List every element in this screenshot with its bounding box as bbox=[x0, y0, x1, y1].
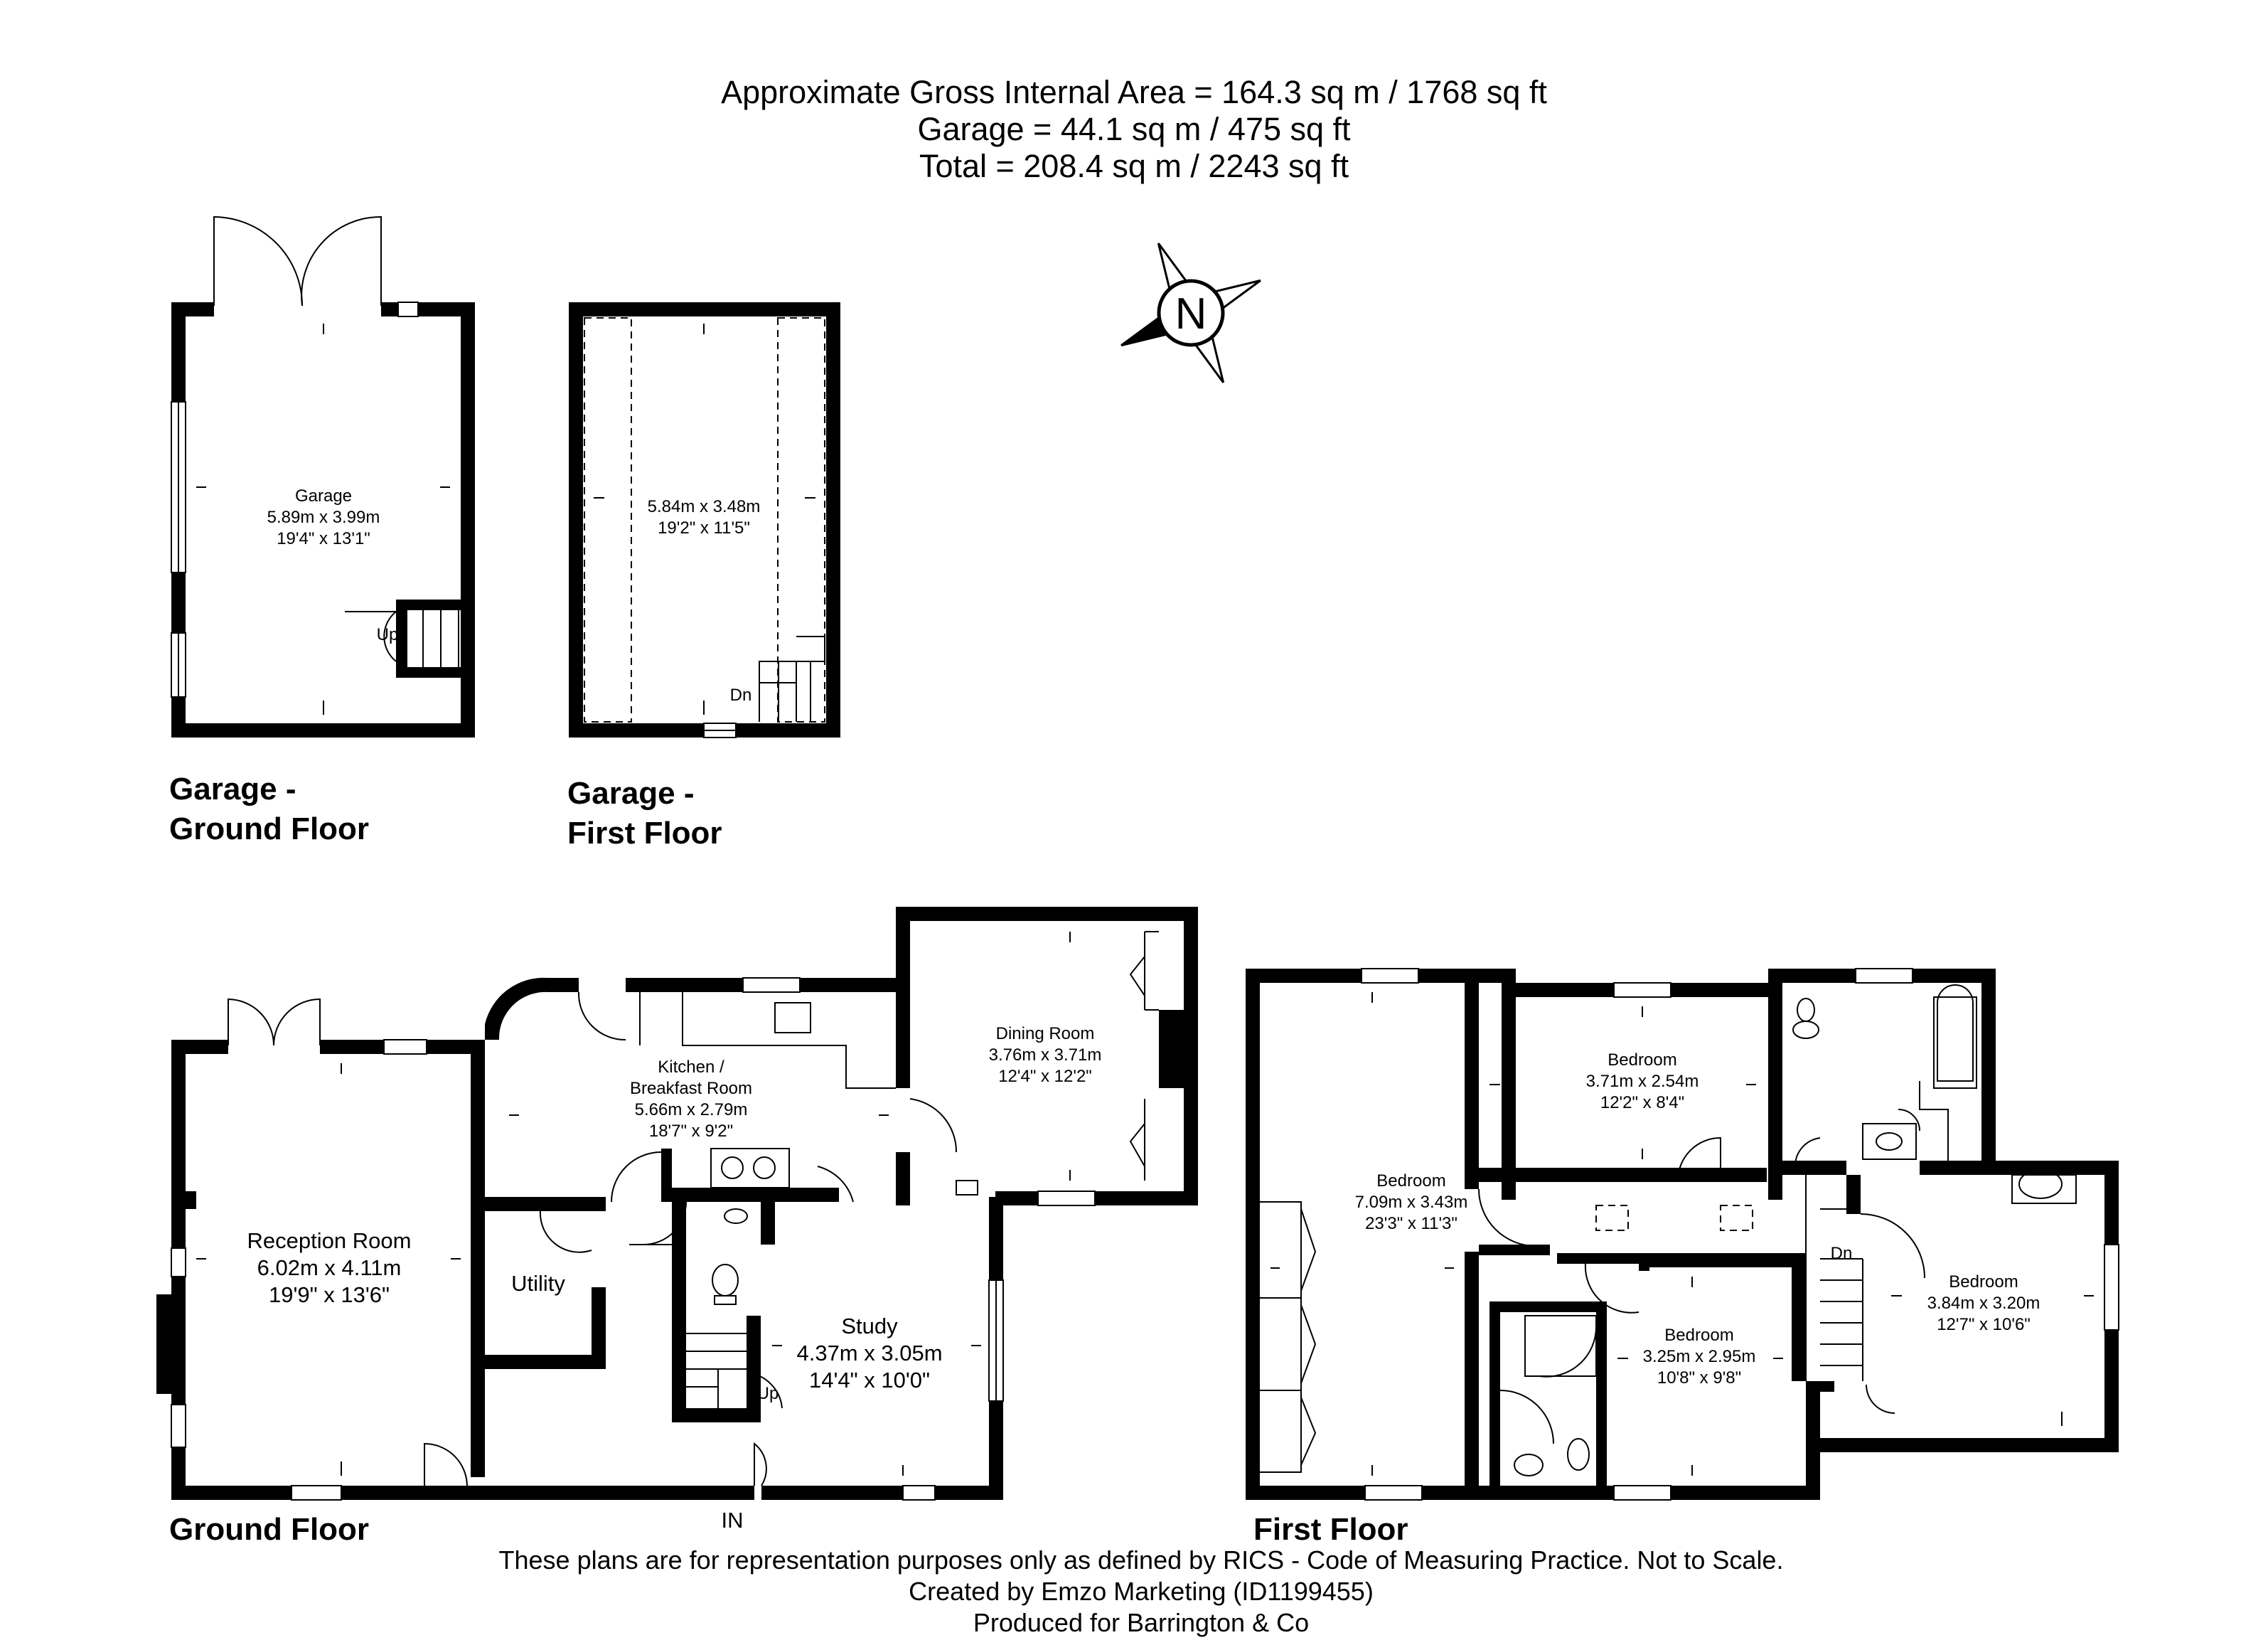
reception-room-name: Reception Room bbox=[247, 1228, 412, 1253]
garage-room-imperial: 19'4" x 13'1" bbox=[277, 529, 370, 548]
kitchen-room-metric: 5.66m x 2.79m bbox=[635, 1100, 748, 1119]
ground-stairs-up-label: Up bbox=[757, 1384, 779, 1403]
garage-room-name: Garage bbox=[295, 486, 352, 506]
total-area-text: Total = 208.4 sq m / 2243 sq ft bbox=[919, 148, 1349, 184]
area-summary: Approximate Gross Internal Area = 164.3 … bbox=[721, 74, 1547, 184]
right-bedroom-name: Bedroom bbox=[1949, 1272, 2018, 1292]
garage-area-text: Garage = 44.1 sq m / 475 sq ft bbox=[917, 111, 1351, 147]
main-bedroom-name: Bedroom bbox=[1376, 1171, 1445, 1191]
landing-stairs-down-label: Dn bbox=[1831, 1244, 1853, 1263]
first-floor-plan: Dn Bedroom 7.09m x 3.43m 23'3" x 11'3" B… bbox=[1246, 968, 2119, 1501]
middle-bedroom-imperial: 10'8" x 9'8" bbox=[1657, 1368, 1741, 1388]
garage-room-metric: 5.89m x 3.99m bbox=[267, 508, 380, 527]
loft-stairs-down-label: Dn bbox=[730, 686, 752, 705]
utility-room-name: Utility bbox=[511, 1271, 565, 1296]
creator-text: Created by Emzo Marketing (ID1199455) bbox=[909, 1577, 1374, 1606]
dining-room-metric: 3.76m x 3.71m bbox=[989, 1045, 1102, 1065]
garage-ground-floor-plan: Up Garage 5.89m x 3.99m 19'4" x 13'1" bbox=[171, 215, 475, 738]
study-room-imperial: 14'4" x 10'0" bbox=[809, 1368, 930, 1393]
kitchen-room-imperial: 18'7" x 9'2" bbox=[649, 1122, 733, 1141]
garage-loft-imperial: 19'2" x 11'5" bbox=[658, 518, 750, 538]
middle-bedroom-metric: 3.25m x 2.95m bbox=[1643, 1347, 1756, 1366]
garage-stairs-up-label: Up bbox=[377, 625, 399, 644]
right-bedroom-metric: 3.84m x 3.20m bbox=[1927, 1294, 2040, 1313]
top-bedroom-name: Bedroom bbox=[1608, 1050, 1676, 1070]
disclaimer: These plans are for representation purpo… bbox=[499, 1545, 1784, 1637]
garage-first-floor-plan: Dn 5.84m x 3.48m 19'2" x 11'5" bbox=[569, 302, 840, 738]
reception-room-imperial: 19'9" x 13'6" bbox=[269, 1282, 390, 1307]
compass-north-letter: N bbox=[1175, 289, 1207, 339]
gross-area-text: Approximate Gross Internal Area = 164.3 … bbox=[721, 74, 1547, 110]
dining-room-name: Dining Room bbox=[996, 1024, 1095, 1043]
top-bedroom-imperial: 12'2" x 8'4" bbox=[1600, 1093, 1684, 1112]
kitchen-room-name-1: Kitchen / bbox=[658, 1058, 724, 1077]
dining-room-imperial: 12'4" x 12'2" bbox=[998, 1067, 1092, 1086]
compass-icon: N bbox=[1120, 243, 1261, 383]
garage-first-floor-label-2: First Floor bbox=[567, 816, 722, 851]
top-bedroom-metric: 3.71m x 2.54m bbox=[1586, 1072, 1699, 1091]
reception-room-metric: 6.02m x 4.11m bbox=[257, 1255, 402, 1280]
garage-first-floor-label-1: Garage - bbox=[567, 776, 695, 811]
right-bedroom-imperial: 12'7" x 10'6" bbox=[1937, 1315, 2031, 1334]
study-room-name: Study bbox=[841, 1314, 898, 1338]
ground-floor-label: Ground Floor bbox=[169, 1512, 369, 1547]
ground-floor-plan: Utility Up bbox=[156, 907, 1198, 1533]
garage-ground-floor-label-2: Ground Floor bbox=[169, 811, 369, 846]
disclaimer-text: These plans are for representation purpo… bbox=[499, 1545, 1784, 1575]
study-room-metric: 4.37m x 3.05m bbox=[796, 1341, 942, 1365]
first-floor-label: First Floor bbox=[1253, 1512, 1408, 1547]
garage-ground-floor-label-1: Garage - bbox=[169, 772, 296, 806]
main-bedroom-metric: 7.09m x 3.43m bbox=[1355, 1193, 1468, 1212]
entrance-label: IN bbox=[722, 1508, 744, 1533]
middle-bedroom-name: Bedroom bbox=[1664, 1326, 1733, 1345]
kitchen-room-name-2: Breakfast Room bbox=[630, 1079, 752, 1098]
garage-loft-metric: 5.84m x 3.48m bbox=[648, 497, 761, 516]
producer-text: Produced for Barrington & Co bbox=[973, 1608, 1309, 1637]
main-bedroom-imperial: 23'3" x 11'3" bbox=[1365, 1214, 1457, 1233]
